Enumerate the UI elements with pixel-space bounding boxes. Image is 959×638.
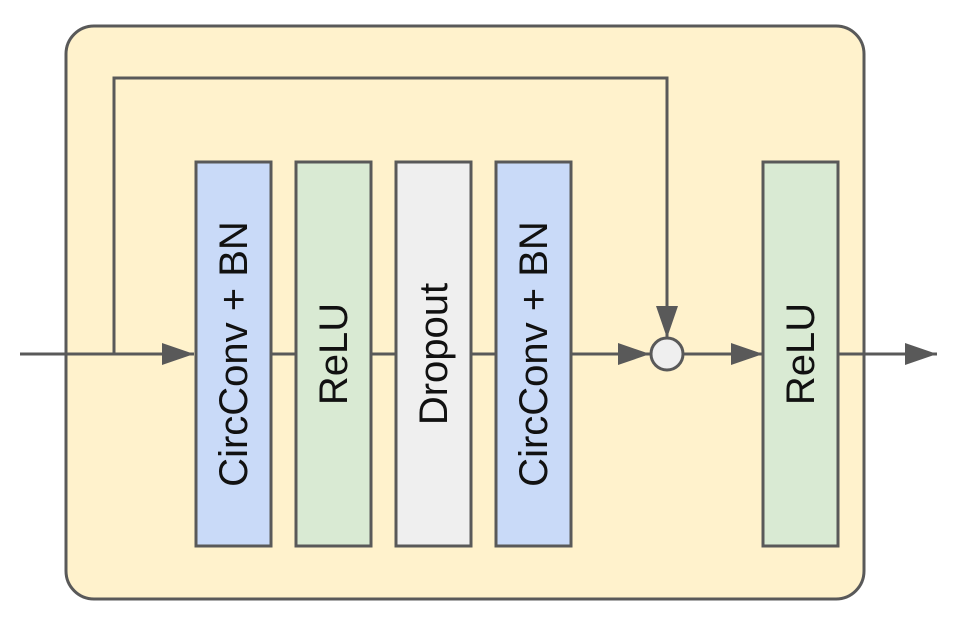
block-circconv-bn-2: CircConv + BN: [494, 160, 573, 548]
block-relu-1-label: ReLU: [312, 303, 356, 405]
block-relu-2: ReLU: [761, 160, 840, 548]
output-arrowhead: [905, 343, 937, 365]
block-circconv-bn-1-box: [194, 160, 273, 548]
block-circconv-bn-1-label: CircConv + BN: [212, 221, 256, 487]
block-circconv-bn-2-label: CircConv + BN: [512, 221, 556, 487]
block-dropout-box: [394, 160, 473, 548]
skip-connection: [112, 76, 669, 354]
arrow-to-add-head: [618, 343, 650, 365]
block-dropout-label: Dropout: [412, 283, 456, 425]
block-relu-2-box: [761, 160, 840, 548]
arrow-to-relu-head: [731, 343, 763, 365]
add-node: [649, 336, 685, 372]
skip-connection-arrowhead: [656, 306, 678, 338]
block-circconv-bn-1: CircConv + BN: [194, 160, 273, 548]
block-dropout: Dropout: [394, 160, 473, 548]
block-relu-1-box: [294, 160, 373, 548]
block-relu-2-label: ReLU: [779, 303, 823, 405]
input-arrowhead: [162, 343, 194, 365]
block-circconv-bn-2-box: [494, 160, 573, 548]
block-relu-1: ReLU: [294, 160, 373, 548]
